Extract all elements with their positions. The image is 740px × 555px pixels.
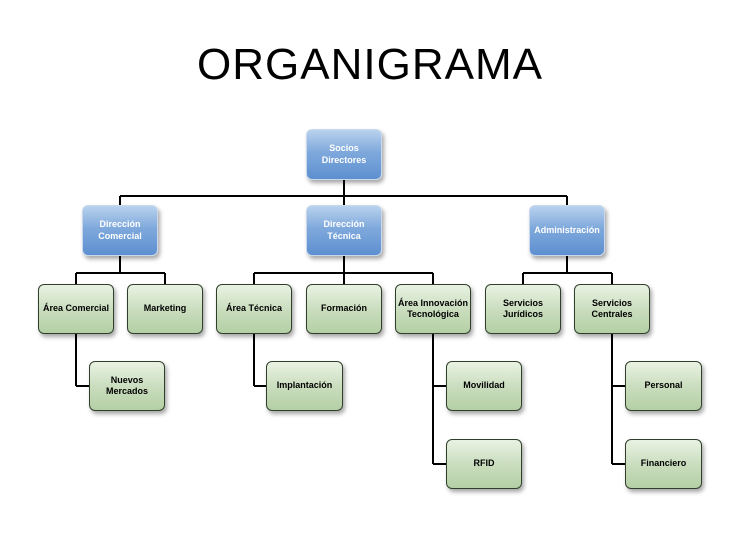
node-direccion-comercial: Dirección Comercial xyxy=(82,205,158,256)
node-administracion: Administración xyxy=(529,205,605,256)
node-nuevos-mercados: Nuevos Mercados xyxy=(89,361,165,411)
node-area-tecnica: Área Técnica xyxy=(216,284,292,334)
node-rfid: RFID xyxy=(446,439,522,489)
node-servicios-centrales: Servicios Centrales xyxy=(574,284,650,334)
node-personal: Personal xyxy=(625,361,702,411)
page-title: ORGANIGRAMA xyxy=(197,40,543,89)
node-socios-directores: Socios Directores xyxy=(306,129,382,180)
node-marketing: Marketing xyxy=(127,284,203,334)
node-area-innovacion: Área Innovación Tecnológica xyxy=(395,284,471,334)
node-movilidad: Movilidad xyxy=(446,361,522,411)
node-servicios-juridicos: Servicios Jurídicos xyxy=(485,284,561,334)
node-direccion-tecnica: Dirección Técnica xyxy=(306,205,382,256)
node-area-comercial: Área Comercial xyxy=(38,284,114,334)
node-implantacion: Implantación xyxy=(266,361,343,411)
node-financiero: Financiero xyxy=(625,439,702,489)
node-formacion: Formación xyxy=(306,284,382,334)
